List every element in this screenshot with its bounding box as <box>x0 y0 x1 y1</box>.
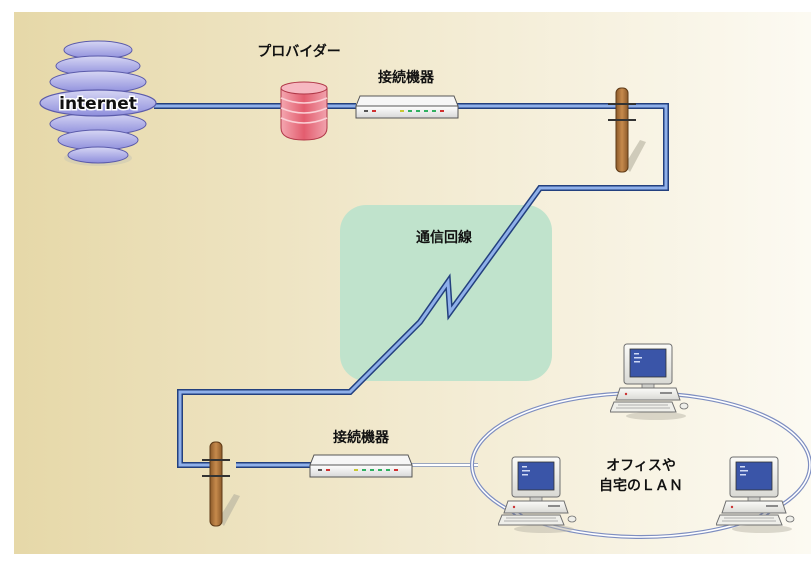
globe-icon <box>39 40 157 166</box>
internet-label: internet <box>59 94 137 114</box>
server-stack-icon <box>280 81 328 141</box>
modem-icon-bottom <box>309 454 413 478</box>
provider-label: プロバイダー <box>257 43 340 60</box>
cable-path <box>154 103 669 468</box>
device-top-label: 接続機器 <box>378 69 435 86</box>
modem-icon-top <box>355 95 459 119</box>
utility-pole-icon-top <box>608 87 646 173</box>
lan-label-line2: 自宅のＬＡＮ <box>599 477 683 494</box>
device-bottom-label: 接続機器 <box>333 429 390 446</box>
lan-label-line1: オフィスや <box>606 458 676 474</box>
line-label: 通信回線 <box>416 229 472 246</box>
utility-pole-icon-bottom <box>202 441 240 527</box>
